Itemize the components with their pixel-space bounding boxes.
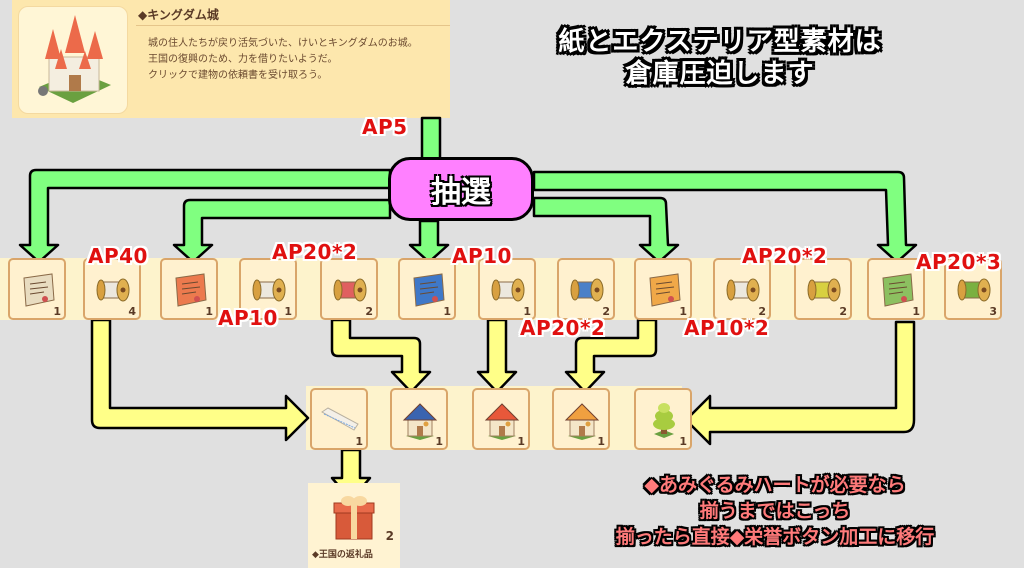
lottery-node[interactable]: 抽選 (388, 157, 534, 221)
storage-warning-line2: 倉庫圧迫します (625, 59, 815, 89)
building-info-panel[interactable]: ◆キングダム城 城の住人たちが戻り活気づいた、けいとキングダムのお城。 王国の復… (12, 0, 450, 118)
material-card-orange-paper[interactable]: 1 (634, 258, 692, 320)
product-card-orange-shop[interactable]: 1 (552, 388, 610, 450)
scroll-icon (23, 273, 55, 307)
item-count: 1 (523, 305, 531, 318)
material-card-blue-spool[interactable]: 2 (557, 258, 615, 320)
scroll-icon (882, 273, 914, 307)
material-card-white-spool[interactable]: 1 (239, 258, 297, 320)
lottery-label: 抽選 (431, 175, 491, 210)
item-count: 1 (435, 435, 443, 448)
product-card-blue-house[interactable]: 1 (390, 388, 448, 450)
ap-label: AP10*2 (684, 316, 770, 340)
ap-label: AP20*2 (520, 316, 606, 340)
heart-note: ◆あみぐるみハートが必要なら 揃うまではこっち 揃ったら直接◆栄誉ボタン加工に移… (540, 472, 1010, 550)
scroll-icon (413, 273, 445, 307)
item-count: 1 (284, 305, 292, 318)
building-description: 城の住人たちが戻り活気づいた、けいとキングダムのお城。 王国の復興のため、力を借… (148, 38, 418, 81)
tree-icon (653, 403, 675, 438)
storage-warning-note: 紙とエクステリア型素材は 倉庫圧迫します (500, 26, 940, 90)
spool-icon (807, 278, 841, 302)
reward-label: ◆王国の返礼品 (312, 550, 373, 560)
material-card-white-paper[interactable]: 1 (8, 258, 66, 320)
spool-icon (957, 278, 991, 302)
yellow-arrow-to-orange-shop (564, 318, 658, 394)
spool-icon (570, 278, 604, 302)
green-arrow-to-green-paper (532, 170, 918, 264)
spool-icon (491, 278, 525, 302)
spool-icon (726, 278, 760, 302)
item-count: 1 (517, 435, 525, 448)
ap-label: AP10 (452, 244, 512, 268)
item-count: 1 (679, 305, 687, 318)
reward-count: 2 (385, 529, 394, 543)
spool-icon (96, 278, 130, 302)
house-icon (402, 403, 438, 440)
spool-icon (252, 278, 286, 302)
ap-label: AP20*3 (916, 250, 1002, 274)
product-card-green-tree[interactable]: 1 (634, 388, 692, 450)
yellow-arrow-to-wall (90, 318, 310, 442)
material-card-green-paper[interactable]: 1 (867, 258, 925, 320)
product-card-red-house[interactable]: 1 (472, 388, 530, 450)
castle-icon (18, 6, 128, 114)
green-arrow-to-blue-paper (408, 219, 450, 264)
material-card-white-spool[interactable]: 1 (478, 258, 536, 320)
item-count: 1 (355, 435, 363, 448)
yellow-arrow-to-red-house (476, 318, 518, 394)
yellow-arrow-to-blue-house (330, 318, 432, 394)
yellow-arrow-to-tree (684, 320, 916, 446)
spool-icon (333, 278, 367, 302)
house-icon (484, 403, 520, 440)
ap-label: AP20*2 (742, 244, 828, 268)
green-arrow-to-white-paper (18, 168, 392, 264)
material-card-red-spool[interactable]: 2 (320, 258, 378, 320)
ap-label: AP20*2 (272, 240, 358, 264)
heart-note-line3: 揃ったら直接◆栄誉ボタン加工に移行 (615, 526, 935, 548)
item-count: 1 (679, 435, 687, 448)
scroll-icon (649, 273, 681, 307)
fence-icon (321, 407, 359, 431)
material-card-white-spool[interactable]: 4 (83, 258, 141, 320)
item-count: 2 (602, 305, 610, 318)
material-card-green-spool[interactable]: 3 (944, 258, 1002, 320)
material-card-red-paper[interactable]: 1 (160, 258, 218, 320)
ap-label: AP5 (362, 115, 408, 139)
divider (136, 25, 450, 26)
house-icon (564, 403, 600, 440)
scroll-icon (175, 273, 207, 307)
material-card-white-spool[interactable]: 2 (713, 258, 771, 320)
item-count: 2 (365, 305, 373, 318)
green-arrow-to-orange-paper (532, 196, 680, 264)
item-count: 3 (989, 305, 997, 318)
item-count: 1 (912, 305, 920, 318)
ap-label: AP10 (218, 306, 278, 330)
heart-note-line1: ◆あみぐるみハートが必要なら (644, 474, 906, 496)
storage-warning-line1: 紙とエクステリア型素材は (558, 27, 882, 57)
gift-icon (333, 496, 375, 540)
green-arrow-stem (420, 116, 442, 162)
item-count: 1 (205, 305, 213, 318)
item-count: 4 (128, 305, 136, 318)
heart-note-line2: 揃うまではこっち (699, 500, 851, 522)
material-card-yellow-spool[interactable]: 2 (794, 258, 852, 320)
item-count: 2 (758, 305, 766, 318)
material-card-blue-paper[interactable]: 1 (398, 258, 456, 320)
item-count: 1 (443, 305, 451, 318)
ap-label: AP40 (88, 244, 148, 268)
building-title: ◆キングダム城 (138, 8, 219, 22)
product-card-white-wall[interactable]: 1 (310, 388, 368, 450)
item-count: 1 (597, 435, 605, 448)
green-arrow-to-red-paper (172, 198, 392, 264)
item-count: 1 (53, 305, 61, 318)
item-count: 2 (839, 305, 847, 318)
reward-item[interactable]: 2 ◆王国の返礼品 (308, 483, 400, 568)
